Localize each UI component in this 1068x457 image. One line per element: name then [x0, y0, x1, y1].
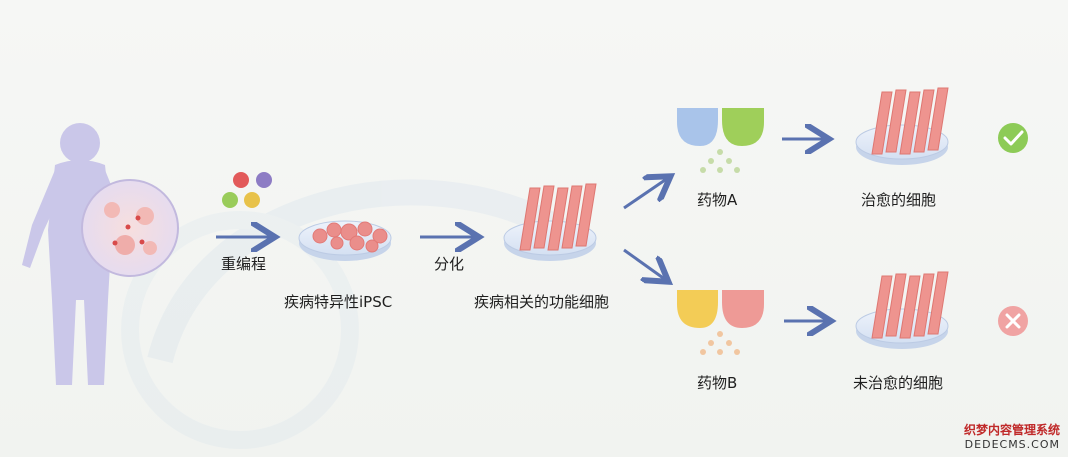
- check-icon: [998, 123, 1028, 153]
- muscle-cells-icon: [855, 271, 949, 349]
- drug-b-label: 药物B: [697, 374, 738, 392]
- background-watermark: [121, 179, 567, 449]
- capsule-icon: [677, 108, 764, 173]
- watermark-line1: 织梦内容管理系统: [963, 423, 1060, 437]
- muscle-cells-icon: [855, 87, 949, 165]
- watermark-line2: DEDECMS.COM: [964, 438, 1060, 451]
- disease-cells-label: 疾病相关的功能细胞: [474, 293, 610, 311]
- site-watermark: 织梦内容管理系统 DEDECMS.COM: [964, 421, 1060, 451]
- cross-icon: [998, 306, 1028, 336]
- cured-label: 治愈的细胞: [861, 191, 937, 209]
- capsule-icon: [677, 290, 764, 355]
- reprogram-label: 重编程: [221, 255, 267, 273]
- arrow-icon: [216, 139, 828, 321]
- magnifier-circle-icon: [81, 179, 179, 277]
- petri-dish-icon: [298, 220, 392, 261]
- differentiate-label: 分化: [434, 255, 465, 273]
- factor-dots-icon: [222, 172, 272, 208]
- ipsc-label: 疾病特异性iPSC: [284, 293, 393, 311]
- muscle-cells-icon: [503, 183, 597, 261]
- drug-a-label: 药物A: [697, 191, 738, 209]
- not-cured-label: 未治愈的细胞: [853, 374, 944, 392]
